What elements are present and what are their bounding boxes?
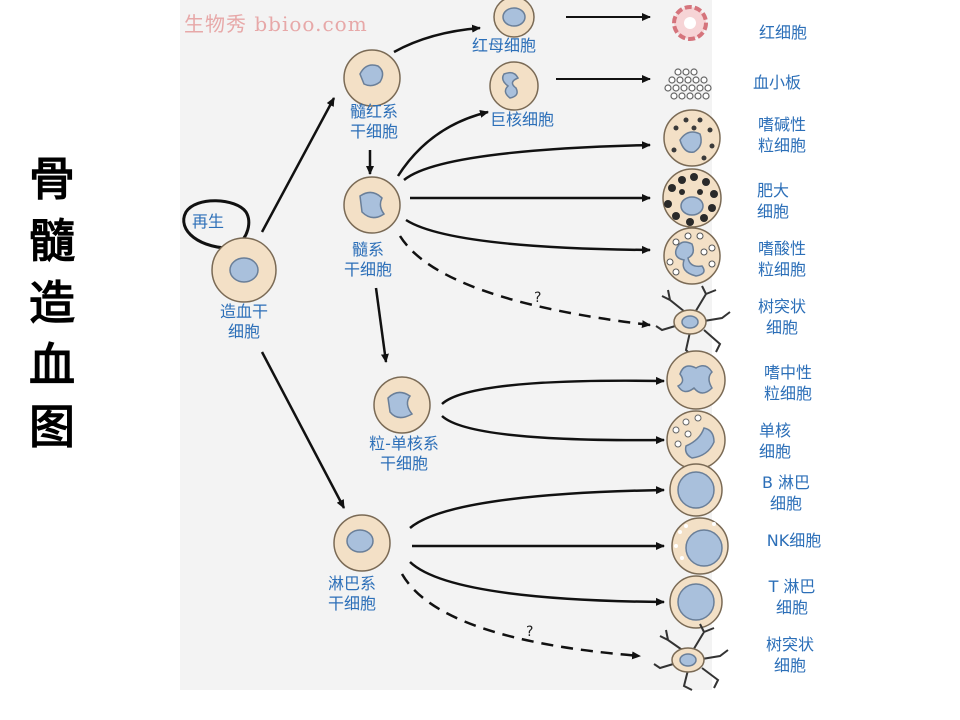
myeloid-label-line1: 髓系 (351, 240, 384, 259)
b-cell (669, 463, 723, 517)
arrow-to-dendritic-1 (398, 235, 651, 329)
monocyte-cell (666, 410, 726, 470)
diagram-panel (180, 0, 712, 690)
eosinophil-label: 嗜酸性 粒细胞 (744, 238, 820, 280)
basophil-cell (663, 109, 721, 167)
erythroblast-label: 红母细胞 (472, 36, 537, 55)
dendritic1-label-line2: 细胞 (765, 318, 798, 337)
basophil-label-line1: 嗜碱性 (757, 115, 806, 134)
myeloid-erythroid-label-line2: 干细胞 (349, 122, 398, 141)
regen-label: 再生 (192, 212, 225, 231)
title-char: 髓 (29, 214, 75, 268)
eosinophil-label-line2: 粒细胞 (757, 260, 806, 279)
stem-cell-label-line2: 细胞 (227, 322, 260, 341)
title-char: 图 (29, 400, 75, 454)
dendritic2-label: 树突状 细胞 (752, 634, 828, 676)
arrow-to-megakaryocyte (396, 109, 489, 177)
dendritic1-label-line1: 树突状 (757, 297, 806, 316)
mast-label: 肥大 细胞 (740, 180, 806, 222)
dendritic1-label: 树突状 细胞 (744, 296, 820, 338)
granulo-mono-cell (373, 376, 431, 434)
mast-label-line1: 肥大 (756, 181, 789, 200)
arrow-to-bcell (409, 486, 665, 529)
eosinophil-cell (663, 227, 721, 285)
tcell-label: T 淋巴 细胞 (752, 576, 832, 618)
rbc-label: 红细胞 (748, 22, 818, 43)
question-mark-1: ? (534, 290, 541, 306)
bcell-label-line2: 细胞 (769, 494, 802, 513)
myeloid-erythroid-label-line1: 髓红系 (349, 102, 398, 121)
monocyte-label-line2: 细胞 (758, 442, 791, 461)
monocyte-label: 单核 细胞 (742, 420, 808, 462)
tcell-label-line2: 细胞 (775, 598, 808, 617)
platelet-label-line1: 血小板 (752, 73, 801, 92)
question-mark-2: ? (526, 624, 533, 640)
stem-cell-label: 造血干 细胞 (204, 302, 284, 342)
title-char: 造 (29, 276, 75, 330)
myeloid-cell (343, 176, 401, 234)
nk-cell (671, 517, 729, 575)
red-blood-cell (672, 5, 708, 41)
t-cell (669, 575, 723, 629)
myeloid-label: 髓系 干细胞 (328, 240, 408, 280)
stem-cell (211, 237, 277, 303)
granulo-mono-label-line1: 粒-单核系 (369, 434, 439, 453)
arrow-to-granulo-mono (374, 287, 389, 363)
bcell-label-line1: B 淋巴 (761, 473, 811, 492)
arrow-to-tcell (409, 561, 665, 606)
bcell-label: B 淋巴 细胞 (746, 472, 826, 514)
dendritic-cell-2 (653, 623, 729, 691)
stem-cell-label-line1: 造血干 (219, 302, 268, 321)
title-char: 血 (29, 338, 75, 392)
granulo-mono-label: 粒-单核系 干细胞 (352, 434, 456, 474)
nk-label: NK细胞 (752, 530, 836, 551)
neutrophil-cell (666, 350, 726, 410)
arrow-to-erythroblast (393, 24, 481, 54)
rbc-label-line1: 红细胞 (758, 23, 807, 42)
dendritic-cell-1 (655, 285, 731, 359)
arrow-to-monocyte (441, 415, 665, 445)
mast-label-line2: 细胞 (756, 202, 789, 221)
myeloid-erythroid-cell (343, 49, 401, 107)
eosinophil-label-line1: 嗜酸性 (757, 239, 806, 258)
mast-cell (662, 168, 722, 228)
title-char: 骨 (29, 152, 75, 206)
platelets (664, 68, 712, 100)
arrow-to-eosinophil (405, 218, 651, 254)
myeloid-erythroid-label: 髓红系 干细胞 (334, 102, 414, 142)
basophil-label-line2: 粒细胞 (757, 136, 806, 155)
arrow-to-neutrophil (441, 376, 665, 405)
erythroblast-cell (493, 0, 535, 38)
arrow-to-dendritic-2 (400, 573, 641, 660)
arrow-stem-to-lymphoid (260, 351, 346, 509)
myeloid-label-line2: 干细胞 (343, 260, 392, 279)
granulo-mono-label-line2: 干细胞 (379, 454, 428, 473)
monocyte-label-line1: 单核 (758, 421, 791, 440)
nk-label-line1: NK细胞 (766, 531, 822, 550)
page-title: 骨 髓 造 血 图 (22, 148, 82, 458)
basophil-label: 嗜碱性 粒细胞 (744, 114, 820, 156)
regen-loop-arrow (182, 199, 251, 250)
lymphoid-label-line1: 淋巴系 (327, 574, 376, 593)
neutrophil-label-line1: 嗜中性 (763, 363, 812, 382)
lymphoid-label: 淋巴系 干细胞 (312, 574, 392, 614)
neutrophil-label-line2: 粒细胞 (763, 384, 812, 403)
platelet-label: 血小板 (742, 72, 812, 93)
megakaryocyte-cell (489, 61, 539, 111)
neutrophil-label: 嗜中性 粒细胞 (750, 362, 826, 404)
tcell-label-line1: T 淋巴 (768, 577, 816, 596)
lymphoid-label-line2: 干细胞 (327, 594, 376, 613)
megakaryocyte-label: 巨核细胞 (490, 110, 555, 129)
dendritic2-label-line1: 树突状 (765, 635, 814, 654)
arrow-to-basophil (403, 141, 651, 181)
arrow-stem-to-myeloid-erythroid (260, 97, 336, 233)
watermark: 生物秀 bbioo.com (184, 12, 368, 36)
lymphoid-cell (333, 514, 391, 572)
dendritic2-label-line2: 细胞 (773, 656, 806, 675)
